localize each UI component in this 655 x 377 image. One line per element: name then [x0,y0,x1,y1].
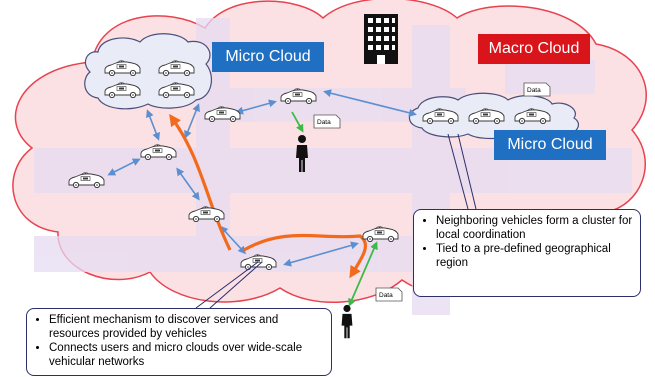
callout-item: Tied to a pre-defined geographical regio… [436,242,634,270]
building-icon [364,14,398,64]
micro-cloud-right-cars [422,108,551,124]
person-icon [341,304,353,339]
data-tag-icon: Data [313,114,341,129]
callout-item: Connects users and micro clouds over wid… [49,341,325,369]
callout-pointers [195,133,477,309]
user-links [291,111,378,307]
data-tag-icon: Data [375,287,403,302]
data-tag-icon: Data [523,82,551,97]
data-tag-label: Data [317,119,331,126]
micro-cloud-label: Micro Cloud [212,42,324,72]
micro-cloud-label: Micro Cloud [494,130,606,160]
v2v-links [107,89,417,267]
callout-item: Neighboring vehicles form a cluster for … [436,214,634,242]
macro-cloud-label: Macro Cloud [478,34,590,64]
service-callout: Efficient mechanism to discover services… [26,308,332,376]
cluster-callout: Neighboring vehicles form a cluster for … [413,209,641,297]
callout-item: Efficient mechanism to discover services… [49,313,325,341]
data-tag-label: Data [379,292,393,299]
data-tag-label: Data [527,87,541,94]
